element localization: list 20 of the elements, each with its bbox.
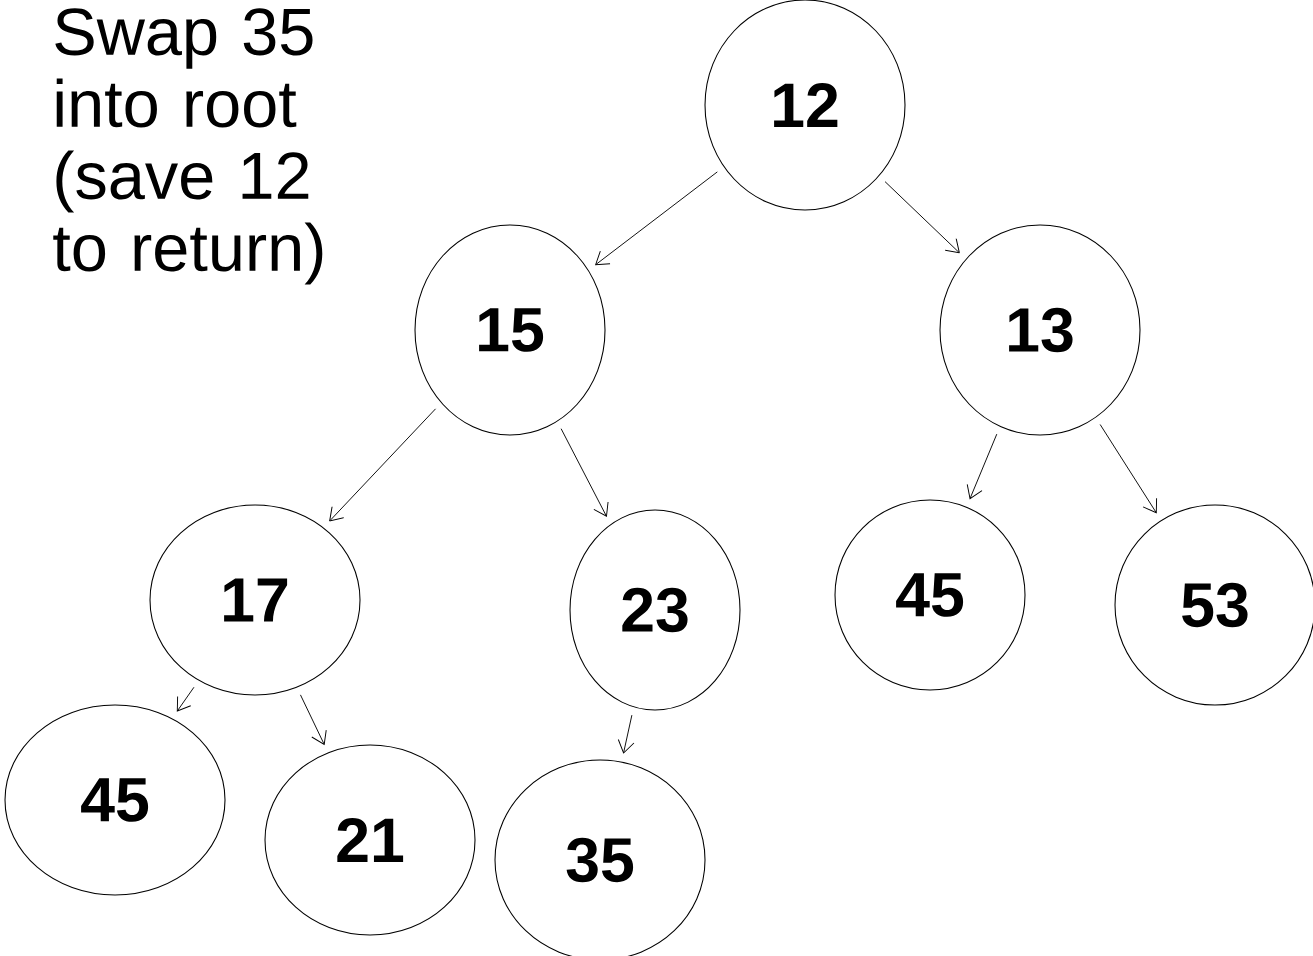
arrow <box>329 408 436 522</box>
tree-node: 13 <box>939 224 1141 436</box>
tree-node: 53 <box>1114 504 1313 706</box>
tree-node: 23 <box>569 509 741 711</box>
tree-node: 45 <box>4 704 226 896</box>
tree-node: 21 <box>264 744 476 936</box>
tree-node: 12 <box>704 0 906 211</box>
tree-node: 45 <box>834 499 1026 691</box>
arrow <box>176 686 195 712</box>
tree-node: 35 <box>494 759 706 956</box>
tree-node: 15 <box>414 224 606 436</box>
arrow <box>617 714 635 754</box>
note-text: Swap 35 into root (save 12 to return) <box>53 8 323 285</box>
arrow <box>595 171 718 266</box>
arrow <box>1099 424 1158 514</box>
arrow <box>966 433 998 500</box>
arrow <box>300 694 327 745</box>
arrow <box>884 181 960 254</box>
arrow <box>560 428 609 517</box>
tree-node: 17 <box>149 504 361 696</box>
